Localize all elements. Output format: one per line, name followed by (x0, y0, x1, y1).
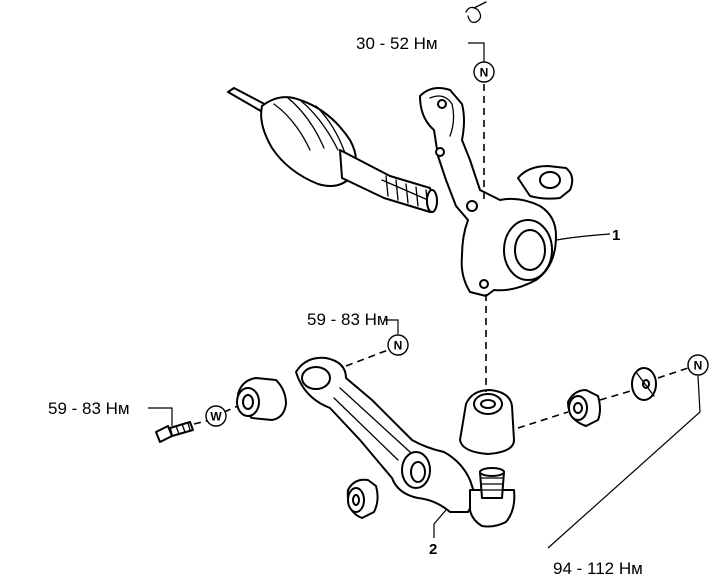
handwritten-mark (465, 1, 487, 24)
bolt (155, 421, 194, 443)
svg-text:N: N (480, 66, 489, 80)
lower-control-arm (295, 356, 516, 528)
leader-arm-torque (385, 319, 399, 334)
front-bushing (236, 377, 287, 421)
torque-label-rear: 94 - 112 Нм (553, 559, 643, 578)
leader-bolt-torque (148, 407, 173, 426)
leader-part1 (555, 233, 611, 241)
torque-label-knuckle: 30 - 52 Нм (356, 34, 438, 53)
washer-marker: W (205, 405, 227, 427)
alignment-line-rear-2 (599, 389, 635, 401)
alignment-line-arm (345, 349, 389, 367)
ball-joint-boot (459, 389, 515, 455)
alignment-line-rear-3 (657, 367, 689, 379)
separate-bushing (346, 478, 379, 519)
nut-marker-top: N (473, 61, 495, 83)
torque-label-bolt: 59 - 83 Нм (48, 399, 130, 418)
alignment-line-rear (517, 411, 569, 429)
leader-top-torque (468, 42, 485, 62)
svg-text:W: W (210, 410, 222, 424)
leader-rear-torque (547, 375, 701, 549)
steering-knuckle (419, 87, 574, 297)
svg-text:N: N (694, 359, 703, 373)
nut-marker-rear: N (687, 354, 709, 376)
leader-part2 (433, 509, 447, 538)
rear-bushing-assembly (567, 367, 657, 427)
nut-marker-arm: N (387, 334, 409, 356)
svg-text:N: N (394, 339, 403, 353)
callout-lower-arm: 2 (429, 541, 437, 558)
alignment-line-washer (223, 405, 239, 413)
drive-shaft (227, 87, 438, 213)
callout-knuckle: 1 (612, 227, 620, 244)
torque-label-arm: 59 - 83 Нм (307, 310, 389, 329)
